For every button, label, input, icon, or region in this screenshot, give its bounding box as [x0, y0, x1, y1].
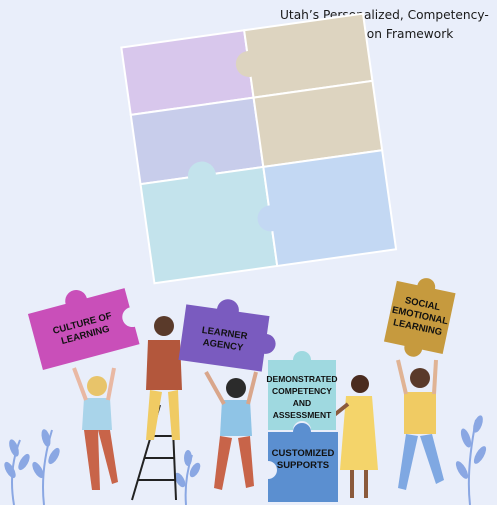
leaf-center-icon	[174, 450, 201, 505]
person-3	[204, 371, 258, 490]
person-5	[396, 359, 444, 490]
label-supports-2: SUPPORTS	[277, 460, 329, 471]
person-1	[72, 367, 118, 490]
person-2	[146, 316, 182, 440]
label-competency-1: DEMONSTRATED	[266, 374, 337, 384]
label-competency-3: AND	[293, 398, 311, 408]
piece-culture-of-learning: CULTURE OF LEARNING	[27, 288, 143, 370]
puzzle-piece-bottom-right	[257, 149, 398, 268]
puzzle-piece-bottom-left	[139, 161, 279, 285]
label-supports-1: CUSTOMIZED	[272, 448, 335, 459]
leaf-right-icon	[455, 415, 487, 505]
piece-learner-agency: LEARNER AGENCY	[178, 299, 276, 372]
piece-social-emotional-learning: SOCIAL EMOTIONAL LEARNING	[383, 278, 456, 357]
assembled-puzzle	[120, 12, 398, 285]
leaf-left-icon	[4, 429, 60, 505]
label-competency-4: ASSESSMENT	[273, 410, 332, 420]
label-competency-2: COMPETENCY	[272, 386, 332, 396]
piece-customized-supports: CUSTOMIZED SUPPORTS	[259, 423, 338, 502]
